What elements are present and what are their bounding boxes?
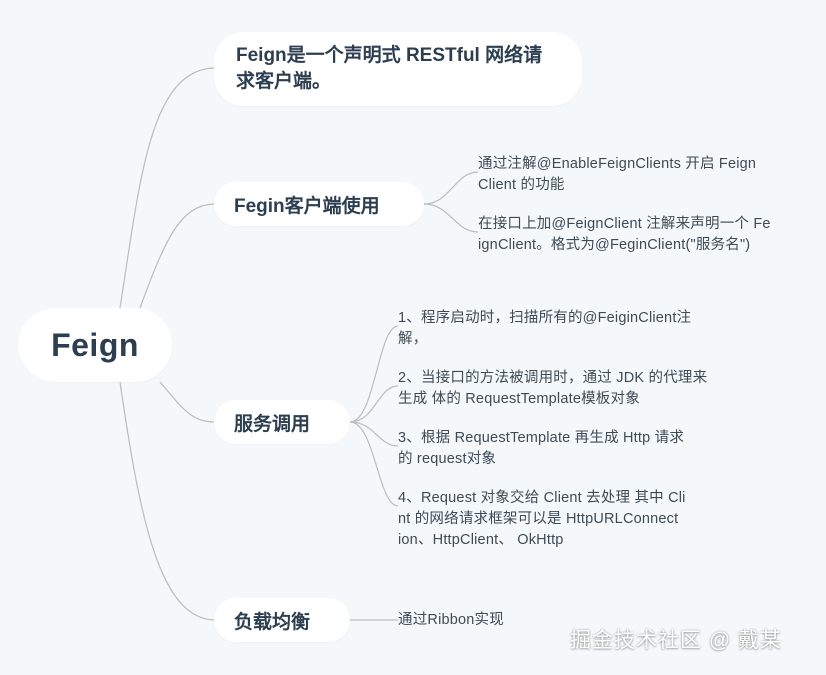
connector-client-usage-leaf-2 xyxy=(423,203,479,233)
leaf-service-call-1[interactable]: 1、程序启动时，扫描所有的@FeiginClient注 解， xyxy=(398,310,692,347)
branch-node-intro[interactable]: Feign是一个声明式 RESTful 网络请求客户端。 xyxy=(214,32,582,106)
branch-service-call-label: 服务调用 xyxy=(234,413,311,435)
root-node-feign[interactable]: Feign xyxy=(18,308,172,382)
connector-root-client-usage xyxy=(139,203,215,309)
branch-node-load-balance[interactable]: 负载均衡 xyxy=(214,598,350,642)
branch-client-usage-label: Fegin客户端使用 xyxy=(234,195,380,217)
watermark-text: 掘金技术社区 @ 戴某 xyxy=(570,629,782,652)
branch-node-service-call[interactable]: 服务调用 xyxy=(214,400,350,444)
connector-service-call-leaf-2 xyxy=(349,385,399,423)
connector-service-call-leaf-4 xyxy=(349,421,399,507)
branch-load-balance-label: 负载均衡 xyxy=(234,611,311,633)
branch-intro-label: Feign是一个声明式 RESTful 网络请求客户端。 xyxy=(236,45,543,92)
connector-root-load-balance xyxy=(119,381,215,621)
connector-root-service-call xyxy=(159,381,215,423)
leaf-service-call-2[interactable]: 2、当接口的方法被调用时，通过 JDK 的代理来 生成 体的 RequestTe… xyxy=(398,370,708,407)
connector-root-intro xyxy=(119,67,215,309)
leaf-service-call-4[interactable]: 4、Request 对象交给 Client 去处理 其中 Cli nt 的网络请… xyxy=(398,490,686,548)
leaf-service-call-3[interactable]: 3、根据 RequestTemplate 再生成 Http 请求 的 reque… xyxy=(398,430,685,467)
connector-client-usage-leaf-1 xyxy=(423,171,479,205)
root-label: Feign xyxy=(51,326,139,363)
leaf-client-usage-1[interactable]: 通过注解@EnableFeignClients 开启 Feign Client … xyxy=(478,156,757,193)
branch-node-client-usage[interactable]: Fegin客户端使用 xyxy=(214,182,424,226)
leaf-client-usage-2[interactable]: 在接口上加@FeignClient 注解来声明一个 Fe ignClient。格… xyxy=(478,216,771,253)
connector-service-call-leaf-3 xyxy=(349,421,399,447)
leaf-load-balance-1[interactable]: 通过Ribbon实现 xyxy=(398,612,504,628)
connector-service-call-leaf-1 xyxy=(349,325,399,423)
